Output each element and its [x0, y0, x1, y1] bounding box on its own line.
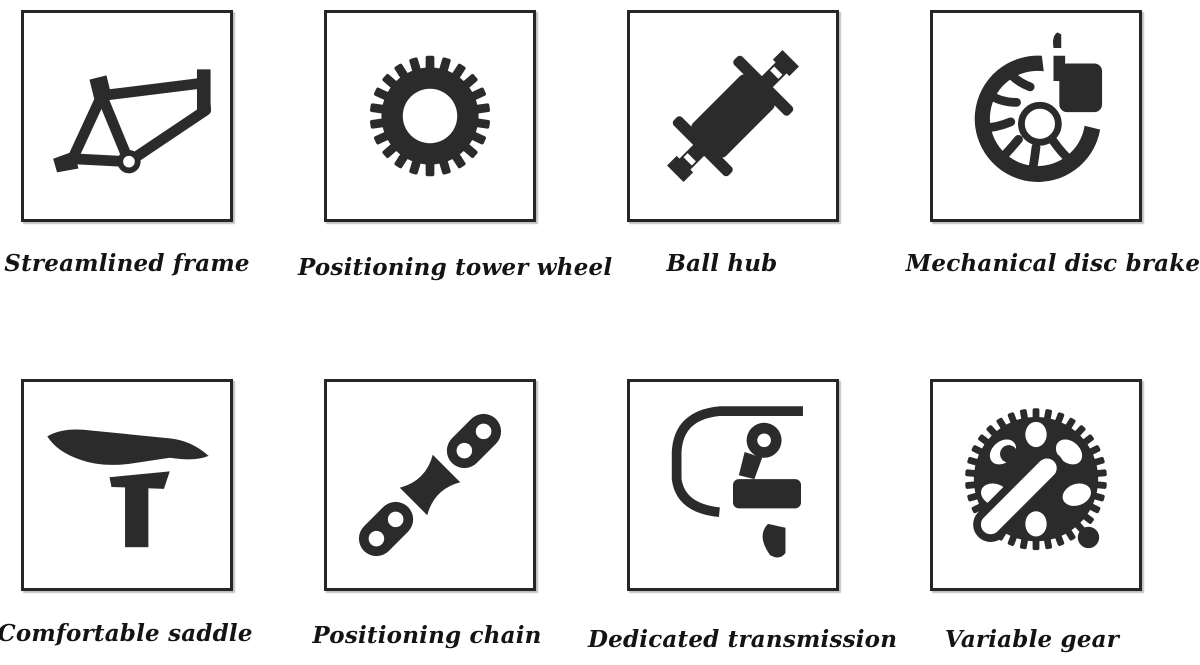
feature-card-chain: [324, 379, 536, 591]
feature-label: Dedicated transmission: [588, 626, 898, 653]
feature-label: Positioning chain: [312, 622, 542, 649]
feature-card-hub: [627, 10, 839, 222]
feature-label: Variable gear: [944, 626, 1120, 653]
sprocket-icon: [370, 55, 490, 177]
feature-label: Comfortable saddle: [0, 620, 253, 647]
saddle-icon: [47, 429, 209, 548]
feature-label: Mechanical disc brake: [905, 250, 1200, 277]
derailleur-icon: [671, 406, 803, 558]
feature-label: Streamlined frame: [4, 250, 250, 277]
chainring-crank-icon: [965, 408, 1107, 551]
wheel-hub-icon: [667, 50, 799, 182]
feature-card-frame: [21, 10, 233, 222]
feature-card-tower-wheel: [324, 10, 536, 222]
bike-frame-icon: [53, 69, 212, 174]
feature-card-disc-brake: [930, 10, 1142, 222]
chain-icon: [358, 413, 502, 557]
feature-card-saddle: [21, 379, 233, 591]
feature-card-transmission: [627, 379, 839, 591]
feature-label: Positioning tower wheel: [298, 254, 613, 281]
feature-card-variable-gear: [930, 379, 1142, 591]
feature-label: Ball hub: [666, 250, 778, 277]
disc-brake-icon: [974, 32, 1103, 182]
